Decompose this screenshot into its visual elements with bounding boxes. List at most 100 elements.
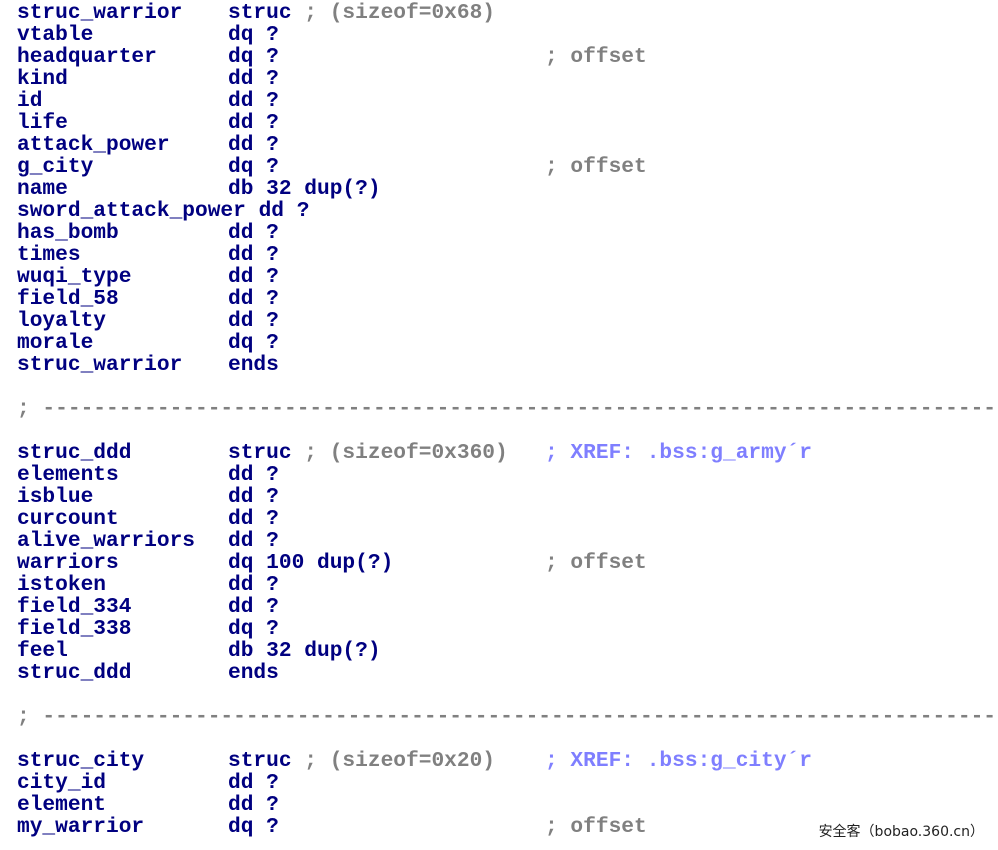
blank-line: [0, 420, 998, 442]
struct-field-line[interactable]: sword_attack_power dd ?: [0, 200, 998, 222]
field-directive: db 32 dup(?): [228, 639, 381, 663]
field-directive: dd ?: [228, 111, 279, 135]
field-name[interactable]: g_city: [17, 155, 94, 179]
field-name[interactable]: vtable: [17, 23, 94, 47]
field-directive: dq ?: [228, 23, 279, 47]
offset-comment: ; offset: [545, 45, 647, 69]
struc-keyword: struc: [228, 441, 292, 465]
struct-size-comment: ; (sizeof=0x360): [291, 441, 508, 465]
struct-header-line[interactable]: struc_city struc ; (sizeof=0x20) ; XREF: .…: [0, 750, 998, 772]
struct-field-line[interactable]: struc_warrior ends: [0, 354, 998, 376]
struct-field-line[interactable]: g_city dq ? ; offset: [0, 156, 998, 178]
struct-name[interactable]: struc_city: [17, 749, 145, 773]
struct-field-line[interactable]: times dd ?: [0, 244, 998, 266]
struct-field-line[interactable]: feel db 32 dup(?): [0, 640, 998, 662]
field-name[interactable]: isblue: [17, 485, 94, 509]
struct-field-line[interactable]: loyalty dd ?: [0, 310, 998, 332]
struct-field-line[interactable]: struc_ddd ends: [0, 662, 998, 684]
blank-line: [0, 684, 998, 706]
field-name[interactable]: id: [17, 89, 43, 113]
field-name[interactable]: istoken: [17, 573, 107, 597]
field-directive: dq ?: [228, 155, 279, 179]
field-name[interactable]: element: [17, 793, 107, 817]
field-name[interactable]: times: [17, 243, 81, 267]
field-directive: dd ?: [228, 221, 279, 245]
field-name[interactable]: headquarter: [17, 45, 157, 69]
field-name[interactable]: field_338: [17, 617, 132, 641]
field-name[interactable]: kind: [17, 67, 68, 91]
field-name[interactable]: field_58: [17, 287, 119, 311]
field-name[interactable]: elements: [17, 463, 119, 487]
xref-comment[interactable]: ; XREF: .bss:g_city´r: [545, 749, 813, 773]
struct-field-line[interactable]: id dd ?: [0, 90, 998, 112]
field-directive: dd ?: [228, 243, 279, 267]
struct-field-line[interactable]: field_338 dq ?: [0, 618, 998, 640]
offset-comment: ; offset: [545, 815, 647, 839]
separator-text: ; --------------------------------------…: [17, 397, 997, 421]
offset-comment: ; offset: [545, 551, 647, 575]
field-name[interactable]: feel: [17, 639, 68, 663]
struct-name[interactable]: struc_ddd: [17, 441, 132, 465]
offset-comment: ; offset: [545, 155, 647, 179]
field-directive: ends: [228, 661, 279, 685]
struc-keyword: struc: [228, 1, 292, 25]
struct-field-line[interactable]: vtable dq ?: [0, 24, 998, 46]
field-directive: dd ?: [228, 485, 279, 509]
separator-text: ; --------------------------------------…: [17, 705, 997, 729]
field-name[interactable]: warriors: [17, 551, 119, 575]
field-directive: dd ?: [228, 771, 279, 795]
struct-name[interactable]: struc_warrior: [17, 1, 183, 25]
field-name[interactable]: attack_power: [17, 133, 170, 157]
struct-field-line[interactable]: field_334 dd ?: [0, 596, 998, 618]
field-name[interactable]: morale: [17, 331, 94, 355]
field-name[interactable]: name: [17, 177, 68, 201]
field-name[interactable]: struc_warrior: [17, 353, 183, 377]
struct-field-line[interactable]: city_id dd ?: [0, 772, 998, 794]
field-directive: dd ?: [228, 595, 279, 619]
field-name[interactable]: has_bomb: [17, 221, 119, 245]
field-directive: dq ?: [228, 617, 279, 641]
separator-line: ; --------------------------------------…: [0, 398, 998, 420]
struct-field-line[interactable]: warriors dq 100 dup(?) ; offset: [0, 552, 998, 574]
field-directive: dd ?: [228, 67, 279, 91]
watermark: 安全客（bobao.360.cn）: [818, 824, 984, 840]
field-name[interactable]: city_id: [17, 771, 107, 795]
struct-field-line[interactable]: isblue dd ?: [0, 486, 998, 508]
struct-header-line[interactable]: struc_warrior struc ; (sizeof=0x68): [0, 2, 998, 24]
struct-directive: struc ; (sizeof=0x360): [228, 442, 508, 464]
struct-directive: struc ; (sizeof=0x20): [228, 750, 495, 772]
field-name[interactable]: life: [17, 111, 68, 135]
field-directive: ends: [228, 353, 279, 377]
field-name[interactable]: loyalty: [17, 309, 107, 333]
xref-comment[interactable]: ; XREF: .bss:g_army´r: [545, 441, 813, 465]
field-name[interactable]: sword_attack_power dd ?: [17, 199, 310, 223]
field-name[interactable]: struc_ddd: [17, 661, 132, 685]
field-name[interactable]: field_334: [17, 595, 132, 619]
field-name[interactable]: wuqi_type: [17, 265, 132, 289]
blank-line: [0, 728, 998, 750]
field-directive: dd ?: [228, 89, 279, 113]
field-name[interactable]: alive_warriors: [17, 529, 196, 553]
struct-field-line[interactable]: kind dd ?: [0, 68, 998, 90]
field-directive: dd ?: [228, 309, 279, 333]
struct-field-line[interactable]: has_bomb dd ?: [0, 222, 998, 244]
struct-header-line[interactable]: struc_ddd struc ; (sizeof=0x360) ; XREF: .…: [0, 442, 998, 464]
field-directive: dq 100 dup(?): [228, 551, 394, 575]
struct-directive: struc ; (sizeof=0x68): [228, 2, 495, 24]
field-name[interactable]: curcount: [17, 507, 119, 531]
field-name[interactable]: my_warrior: [17, 815, 145, 839]
struct-field-line[interactable]: life dd ?: [0, 112, 998, 134]
